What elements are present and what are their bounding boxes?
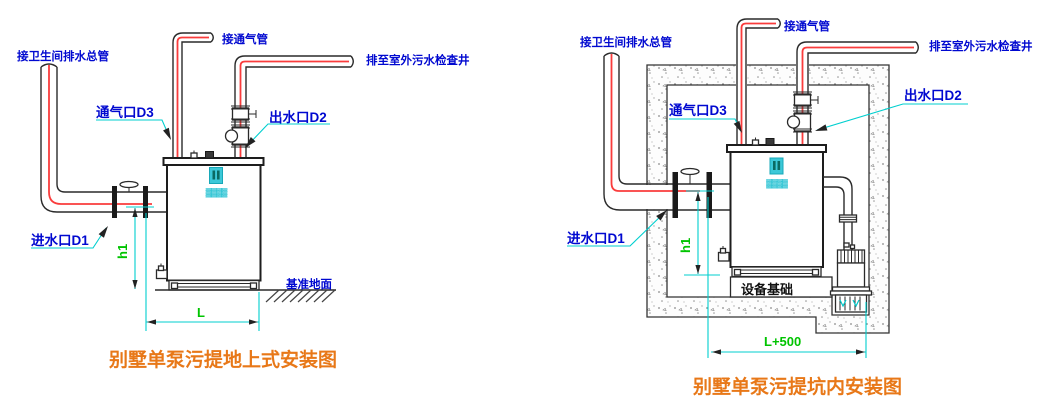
brand-logo: ▓▓▓▓ <box>206 167 229 198</box>
dimension-L500 <box>707 197 867 358</box>
leader-vent-port <box>669 118 742 133</box>
tank-base-skid <box>731 266 822 278</box>
diagram-above-ground: ▓▓▓▓ <box>17 32 470 371</box>
tank-top-fittings <box>190 150 214 159</box>
dim-text-L: L <box>197 305 205 320</box>
label-vent-pipe: 接通气管 <box>222 32 268 46</box>
brand-logo-text: ▓▓▓▓ <box>206 187 229 198</box>
tank-top-fittings <box>751 137 775 146</box>
ground-line <box>155 289 336 303</box>
leader-inlet-port <box>567 210 667 247</box>
label-outlet-port-d2: 出水口D2 <box>904 87 962 103</box>
tank-drain-fitting <box>717 246 730 262</box>
pump-strainer <box>834 294 868 313</box>
leader-outlet-port <box>815 103 968 131</box>
outlet-gate-valve <box>793 91 819 109</box>
submersible-pump <box>829 242 873 313</box>
vent-pipe <box>736 18 781 145</box>
brand-logo: ▓▓▓▓ <box>766 157 790 189</box>
tank-base-skid <box>168 279 260 291</box>
dim-text-h1: h1 <box>678 238 693 253</box>
tank-drain-fitting <box>155 263 168 280</box>
dim-text-L500: L+500 <box>764 334 801 349</box>
label-ground: 基准地面 <box>285 277 332 291</box>
lifting-tank: ▓▓▓▓ <box>717 137 827 278</box>
label-discharge: 排至室外污水检查井 <box>366 53 470 67</box>
outlet-check-valve <box>224 124 250 148</box>
label-inlet-port-d1: 进水口D1 <box>31 232 89 248</box>
bathroom-drain-pipe <box>40 63 166 213</box>
label-discharge: 排至室外污水检查井 <box>929 39 1033 53</box>
bathroom-drain-pipe <box>603 52 730 211</box>
diagram-in-pit: ▓▓▓▓ <box>567 18 1033 398</box>
label-vent-pipe: 接通气管 <box>784 19 830 33</box>
label-vent-port-d3: 通气口D3 <box>96 104 154 120</box>
vent-pipe <box>172 32 214 158</box>
dim-text-h1: h1 <box>115 244 130 259</box>
diagram-title-in-pit: 别墅单泵污提坑内安装图 <box>692 375 902 398</box>
lifting-tank: ▓▓▓▓ <box>155 150 265 291</box>
label-inlet-main: 接卫生间排水总管 <box>17 49 109 63</box>
label-inlet-main: 接卫生间排水总管 <box>580 35 672 49</box>
outlet-check-valve <box>786 110 812 133</box>
brand-logo-text: ▓▓▓▓ <box>766 178 789 189</box>
dimension-h1 <box>684 190 720 276</box>
dimension-L <box>145 213 260 331</box>
discharge-pipe <box>796 41 919 145</box>
inlet-flange-valve <box>672 167 712 218</box>
leader-outlet-port <box>245 123 330 148</box>
diagram-title-above-ground: 别墅单泵污提地上式安装图 <box>108 348 337 371</box>
pipe-penetration-inlet <box>645 185 669 209</box>
label-foundation: 设备基础 <box>741 282 793 297</box>
inlet-flange-valve <box>112 180 148 218</box>
ground-hatching <box>265 289 336 303</box>
label-inlet-port-d1: 进水口D1 <box>567 230 625 246</box>
pump-discharge-pipe <box>823 176 858 250</box>
label-vent-port-d3: 通气口D3 <box>669 102 727 118</box>
leader-vent-port <box>96 119 171 140</box>
concrete-pit <box>646 64 890 334</box>
dimension-h1 <box>126 206 154 289</box>
label-outlet-port-d2: 出水口D2 <box>269 109 327 125</box>
leader-inlet-port <box>31 226 108 249</box>
outlet-gate-valve <box>231 105 257 123</box>
